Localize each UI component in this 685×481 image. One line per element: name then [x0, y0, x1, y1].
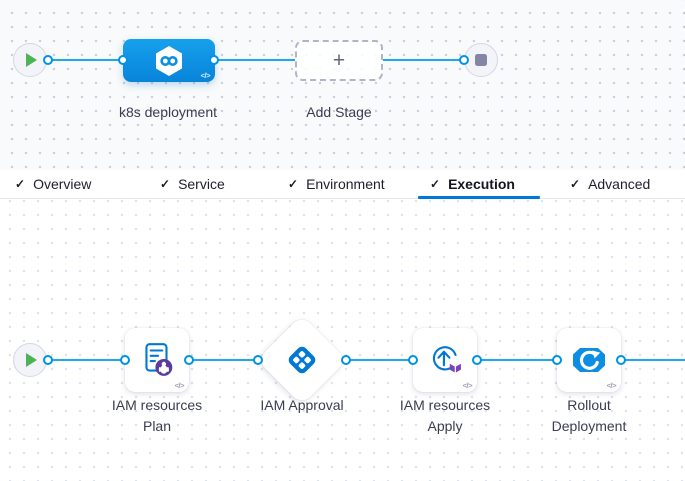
step-label-line2: Deployment [551, 418, 627, 434]
step-label: IAM resources Apply [375, 395, 515, 437]
code-icon: </> [462, 381, 473, 390]
stage-label: k8s deployment [118, 104, 218, 120]
step-label: IAM Approval [232, 395, 372, 416]
play-icon [26, 353, 37, 367]
connector-line [189, 359, 258, 361]
node-port [616, 355, 626, 365]
end-node [464, 43, 498, 77]
node-port [253, 355, 263, 365]
tab-label: Service [178, 176, 225, 192]
rollout-deployment-icon [573, 348, 605, 372]
play-icon [26, 53, 37, 67]
tab-label: Overview [33, 176, 92, 192]
connector-line [47, 359, 125, 361]
stage-config-tabbar: ✓ Overview ✓ Service ✓ Environment ✓ Exe… [0, 170, 685, 199]
execution-graph-canvas: </> </> [0, 199, 685, 481]
cd-hexagon-icon [156, 45, 182, 76]
code-icon: </> [200, 71, 211, 80]
stop-icon [475, 54, 487, 66]
stage-graph-canvas: </> k8s deployment + Add Stage [0, 0, 685, 170]
node-port [184, 355, 194, 365]
check-icon: ✓ [430, 177, 441, 191]
tab-label: Environment [306, 176, 385, 192]
connector-line [477, 359, 557, 361]
connector-line [346, 359, 413, 361]
node-port [118, 55, 128, 65]
approval-icon[interactable] [284, 342, 320, 378]
step-label-line1: IAM resources [111, 397, 203, 413]
step-label: Rollout Deployment [519, 395, 659, 437]
add-stage-label: Add Stage [306, 104, 372, 120]
connector-line [383, 59, 464, 61]
node-port [472, 355, 482, 365]
code-icon: </> [606, 381, 617, 390]
step-label-line1: Rollout [567, 397, 611, 413]
tab-label: Execution [448, 176, 515, 192]
node-port [341, 355, 351, 365]
execution-start-node [13, 343, 47, 377]
node-port [459, 55, 469, 65]
tab-environment[interactable]: ✓ Environment [288, 170, 385, 198]
step-label-line2: Plan [142, 418, 172, 434]
start-node [13, 43, 47, 77]
tab-execution[interactable]: ✓ Execution [430, 170, 515, 198]
node-port [120, 355, 130, 365]
check-icon: ✓ [288, 177, 299, 191]
connector-line [47, 59, 123, 61]
node-port [408, 355, 418, 365]
step-label-line2: Apply [427, 418, 463, 434]
check-icon: ✓ [160, 177, 171, 191]
stage-node-k8s-deployment[interactable]: </> [123, 39, 215, 82]
step-label: IAM resources Plan [87, 395, 227, 437]
tab-service[interactable]: ✓ Service [160, 170, 225, 198]
tab-advanced[interactable]: ✓ Advanced [570, 170, 650, 198]
add-stage-button[interactable]: + [295, 40, 383, 81]
check-icon: ✓ [15, 177, 26, 191]
connector-line [621, 359, 685, 361]
terraform-plan-icon [145, 343, 173, 376]
active-tab-underline [418, 196, 540, 199]
step-node-terraform-plan[interactable]: </> [125, 328, 189, 392]
code-icon: </> [174, 381, 185, 390]
tab-label: Advanced [588, 176, 651, 192]
node-port [552, 355, 562, 365]
terraform-apply-icon [432, 346, 461, 373]
tab-overview[interactable]: ✓ Overview [15, 170, 91, 198]
check-icon: ✓ [570, 177, 581, 191]
connector-line [214, 59, 295, 61]
step-label-line1: IAM resources [399, 397, 491, 413]
plus-icon: + [332, 49, 346, 72]
step-node-terraform-apply[interactable]: </> [413, 328, 477, 392]
node-port [43, 55, 53, 65]
node-port [209, 55, 219, 65]
step-label-line1: IAM Approval [260, 397, 344, 413]
step-node-rollout-deployment[interactable]: </> [557, 328, 621, 392]
node-port [43, 355, 53, 365]
